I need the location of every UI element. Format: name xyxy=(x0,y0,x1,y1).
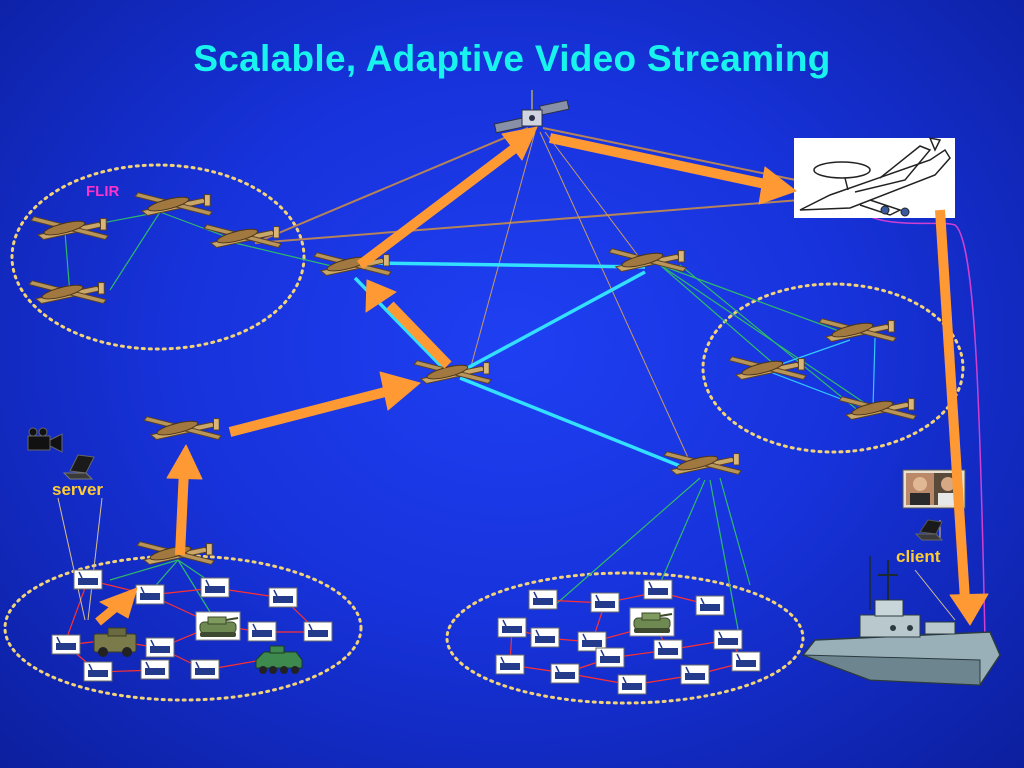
satellite-relay-lines xyxy=(469,131,691,463)
server-laptop-icon xyxy=(62,454,95,480)
radio-node-icon xyxy=(617,674,647,695)
cluster-outline-top-left xyxy=(10,163,306,351)
uav-drone-icon xyxy=(203,224,282,248)
flir-label: FLIR xyxy=(86,183,119,200)
radio-node-icon xyxy=(268,587,298,608)
radio-node-icon xyxy=(140,659,170,680)
server-lines xyxy=(57,497,103,621)
radio-node-icon xyxy=(643,579,673,600)
uav-drone-icon xyxy=(413,360,492,384)
radio-node-icon xyxy=(528,589,558,610)
satellite-icon xyxy=(493,90,570,134)
radio-node-icon xyxy=(530,627,560,648)
armored-vehicle-icon xyxy=(255,645,303,674)
radio-node-icon xyxy=(731,651,761,672)
radio-node-icon xyxy=(247,621,277,642)
navy-ship-icon xyxy=(801,556,1001,686)
radio-node-icon xyxy=(145,637,175,658)
radio-node-icon xyxy=(51,634,81,655)
jeep-icon xyxy=(93,627,137,657)
client-laptop-icon xyxy=(914,519,944,541)
radio-node-icon xyxy=(680,664,710,685)
slide-title: Scalable, Adaptive Video Streaming xyxy=(193,38,831,79)
server-label: server xyxy=(52,480,103,499)
radio-node-icon xyxy=(497,617,527,638)
radio-node-icon xyxy=(303,621,333,642)
radio-node-icon xyxy=(190,659,220,680)
cluster-outline-right xyxy=(701,282,965,454)
awacs-aircraft-icon xyxy=(794,136,955,218)
cyan-links xyxy=(353,261,691,472)
uav-drone-icon xyxy=(143,416,222,440)
uav-drone-icon xyxy=(30,216,109,240)
brown-links xyxy=(254,127,821,244)
tank-icon xyxy=(629,607,675,637)
radio-node-icon xyxy=(83,661,113,682)
cluster-outline-bottom-middle xyxy=(445,571,805,705)
radio-node-icon xyxy=(653,639,683,660)
magenta-downlink xyxy=(859,211,986,641)
uav-drone-icon xyxy=(134,192,213,216)
radio-node-icon xyxy=(495,654,525,675)
uav-drone-icon xyxy=(608,248,687,272)
client-label: client xyxy=(896,547,941,566)
radio-node-icon xyxy=(590,592,620,613)
radio-node-icon xyxy=(135,584,165,605)
radio-node-icon xyxy=(73,569,103,590)
radio-node-icon xyxy=(713,629,743,650)
uav-drone-icon xyxy=(838,396,917,420)
radio-node-icon xyxy=(695,595,725,616)
uav-drone-icon xyxy=(28,280,107,304)
uav-drone-icon xyxy=(818,318,897,342)
radio-node-icon xyxy=(550,663,580,684)
video-camera-icon xyxy=(27,427,63,453)
radio-node-icon xyxy=(595,647,625,668)
stream-path xyxy=(95,126,989,626)
radio-node-icon xyxy=(200,577,230,598)
tank-icon xyxy=(195,611,241,641)
uav-drone-icon xyxy=(728,356,807,380)
